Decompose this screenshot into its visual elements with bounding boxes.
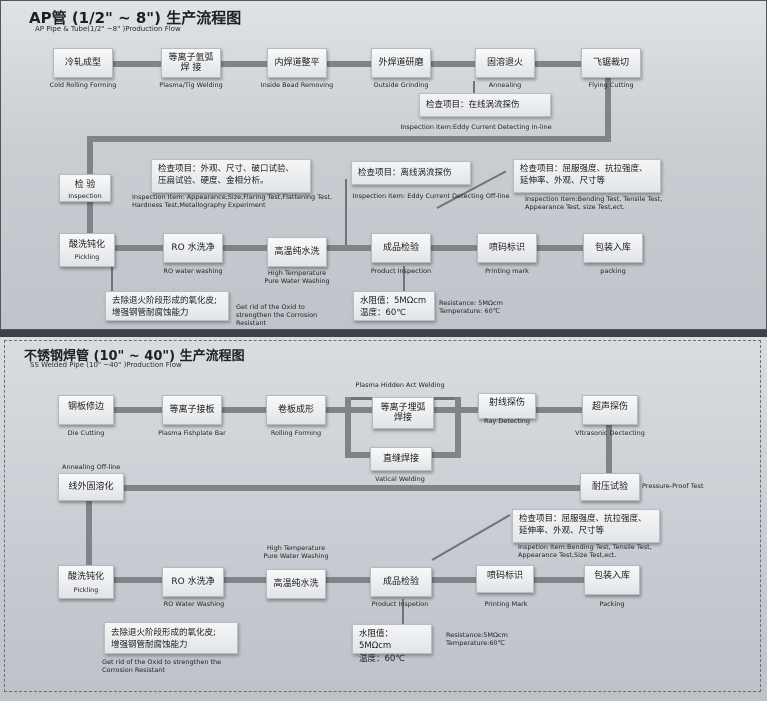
caption: RO water washing [163,267,223,275]
caption: Annealing Off-line [62,463,121,471]
caption: Packing [599,600,625,608]
caption: Outside Grinding [373,81,429,89]
step-annealing: 固溶退火 [475,48,535,78]
offline-link [345,179,347,245]
oxide-removal-note: 去除退火阶段形成的氧化皮; 增强钢管耐腐蚀能力 [105,291,229,321]
step-pickling: 酸洗钝化 [59,233,115,267]
caption: Inspection [68,192,102,200]
ap-subtitle: AP Pipe & Tube(1/2" ~8" )Production Flow [35,25,181,33]
step-annealing-offline: 线外固溶化 [58,473,124,501]
step-packing: 包装入库 [584,565,640,595]
caption: Inspection Item:Eddy Current Detecting I… [400,123,552,131]
ss-flow-panel: 不锈钢焊管 (10" ~ 40") 生产流程图 SS Welded Pipe (… [0,337,767,701]
water-spec-note: 水阻值：5MΩcm 温度：60℃ [352,624,432,664]
step-outside-grinding: 外焊道研磨 [371,48,431,78]
step-ro-washing: RO 水洗净 [163,233,223,263]
mechanical-test-note: 检查项目：屈服强度、抗拉强度、 延伸率、外观、尺寸等 [513,159,661,193]
step-pickling: 酸洗钝化 [58,565,114,599]
caption: Plasma/Tig Welding [159,81,223,89]
mechanical-test-en: Inspetion Item:Bending Test, Tensile Tes… [518,543,652,560]
step-bead-removing: 内焊道整平 [267,48,327,78]
inspection-items-note: 检查项目：外观、尺寸、破口试验、 压扁试验、硬度、金相分析。 [151,159,311,193]
row3-connector [87,245,617,251]
left-connector [86,487,92,582]
mechanical-test-en: Inspection Item:Bending Test, Tensile Te… [525,195,663,212]
step-packing: 包装入库 [583,233,643,263]
caption: Vatical Welding [375,475,425,483]
caption: Plasma Hidden Act Welding [355,381,445,389]
caption: Plasma Fishplate Bar [158,429,226,437]
caption: Cold Rolling Forming [49,81,117,89]
caption: Product Inspection [370,267,432,275]
oxide-removal-note: 去除退火阶段形成的氧化皮; 增强钢管耐腐蚀能力 [104,622,238,654]
annealing-connector [86,485,612,491]
step-printing-mark: 喷码标识 [476,565,534,593]
step-product-inspection: 成品检验 [371,233,431,263]
caption: Vltrasonic Dectecting [575,429,645,437]
ap-flow-panel: AP管 (1/2" ~ 8") 生产流程图 AP Pipe & Tube(1/2… [0,0,767,330]
right-connector [606,409,612,489]
right-connector [605,63,611,138]
return-connector [87,136,611,142]
caption: Product Inspetion [371,600,429,608]
step-plasma-welding: 等离子氩弧 焊 接 [161,48,221,78]
caption: Flying Cutting [588,81,634,89]
water-spec-en: Resistance: 5MΩcm Temperature: 60℃ [439,299,503,316]
step-rolling-forming: 卷板成形 [266,395,326,425]
row3-connector [86,577,616,583]
caption: Ray Detecting [484,417,530,425]
oxide-removal-en: Get rid of the Oxid to strengthen the Co… [102,658,222,675]
step-plasma-fishplate: 等离子接板 [162,395,222,425]
caption: Printing mark [485,267,529,275]
caption: Inside Bead Removing [260,81,334,89]
dashed-frame [4,340,761,692]
ap-title: AP管 (1/2" ~ 8") 生产流程图 [29,9,242,27]
step-die-cutting: 钢板修边 [58,395,114,425]
oxid-link [111,266,113,294]
caption: High Temperature Pure Water Washing [263,544,329,560]
row1-connector [101,61,611,67]
ss-title: 不锈钢焊管 (10" ~ 40") 生产流程图 [24,349,245,364]
water-spec-en: Resistance:5MΩcm Temperature:60℃ [446,631,508,648]
step-vertical-welding: 直缝焊接 [370,447,432,471]
caption: Pickling [73,586,99,594]
step-cold-rolling: 冷轧成型 [53,48,113,78]
bypass-left [345,397,351,457]
step-ro-washing: RO 水洗净 [162,567,224,597]
caption: High Temperature Pure Water Washing [264,269,330,285]
water-link [403,266,405,294]
step-product-inspection: 成品检验 [370,567,432,597]
caption: Pressure-Proof Test [642,482,704,490]
caption: RO Water Washing [163,600,225,608]
eddy-inline-note: 检查项目：在线涡流探伤 [419,93,551,117]
step-ultrasonic: 超声探伤 [582,395,638,425]
caption: Rolling Forming [270,429,322,437]
step-ray-detecting: 射线探伤 [478,393,536,419]
caption: Inspection Item: Eddy Current Detecting … [352,192,510,200]
bypass-right [455,397,461,457]
caption: Annealing [488,81,522,89]
step-hot-water-washing: 高温纯水洗 [266,569,326,599]
caption: Die Cutting [67,429,105,437]
step-pressure-test: 耐压试验 [580,473,640,501]
step-inspection: 检 验 [59,174,111,202]
inspection-items-en: Inspection Item: Appearance,Size,Flaring… [132,193,333,210]
ss-subtitle: SS Welded Pipe (10" ~40" )Production Flo… [30,361,182,369]
water-link [402,599,404,625]
mechanical-test-note: 检查项目：屈服强度、抗拉强度、 延伸率、外观、尺寸等 [512,509,660,543]
caption: Printing Mark [484,600,528,608]
caption: packing [600,267,626,275]
step-hot-water-washing: 高温纯水洗 [267,237,327,267]
step-printing-mark: 喷码标识 [477,233,537,263]
eddy-link [473,81,475,103]
caption: Pickling [74,253,100,261]
water-spec-note: 水阻值：5MΩcm 温度：60℃ [353,291,435,321]
oxide-removal-en: Get rid of the Oxid to strengthen the Co… [236,303,318,328]
step-flying-cutting: 飞锯裁切 [581,48,641,78]
step-plasma-hidden-welding: 等离子埋弧 焊接 [372,397,434,429]
offline-eddy-note: 检查项目：离线涡流探伤 [351,161,471,185]
